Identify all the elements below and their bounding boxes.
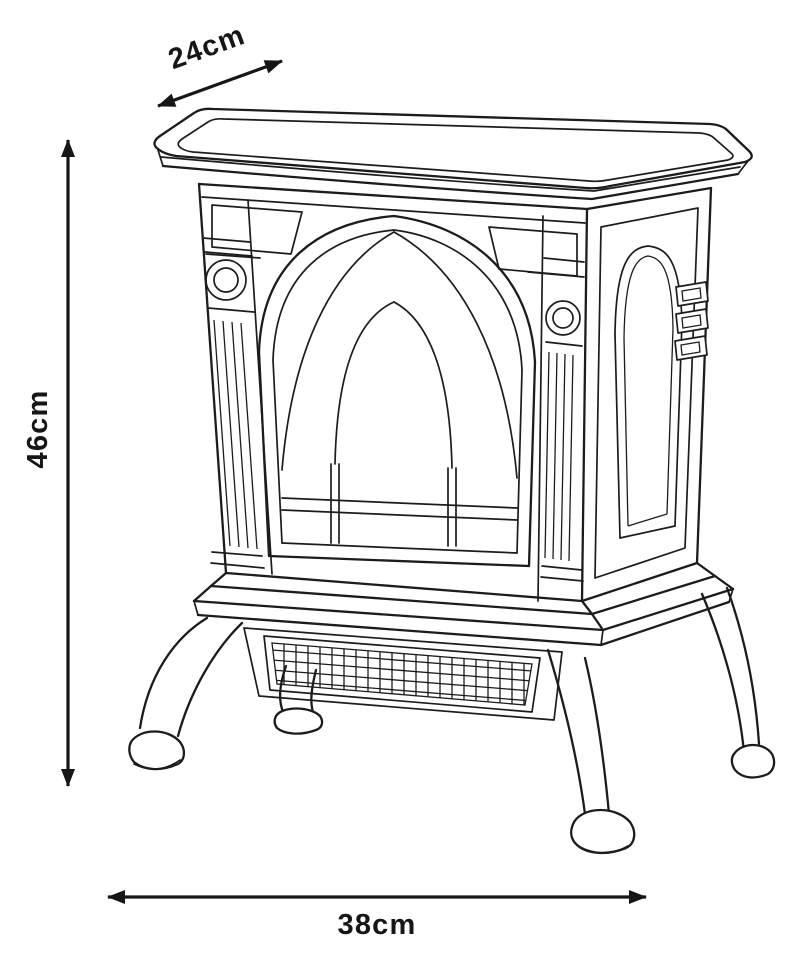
left-column-medallion (205, 259, 247, 301)
right-column (537, 215, 585, 602)
front-right-leg (546, 648, 636, 855)
front-left-leg (128, 616, 244, 771)
door-tracery (281, 231, 518, 547)
switch-2 (675, 308, 709, 334)
back-left-foot (273, 707, 324, 735)
switch-1 (675, 281, 709, 307)
front-left-foot (128, 730, 186, 771)
stove-top (153, 107, 753, 201)
width-dimension-label: 38cm (338, 909, 417, 941)
depth-dimension-arrow (157, 59, 283, 108)
base-molding (192, 561, 735, 647)
back-left-leg (273, 664, 324, 735)
width-dimension: 38cm (107, 890, 647, 941)
side-panel (594, 207, 699, 579)
stove-illustration (128, 107, 776, 855)
control-switches (674, 281, 709, 361)
stove-body (197, 182, 713, 603)
height-dimension-label: 46cm (22, 390, 54, 469)
door-arch-window (257, 214, 537, 568)
height-dimension: 46cm (22, 139, 75, 787)
switch-3 (674, 335, 708, 361)
legs (128, 586, 776, 855)
back-right-leg (700, 586, 776, 779)
right-column-medallion (545, 300, 581, 336)
back-right-foot (730, 743, 776, 779)
vent-grille (243, 627, 563, 721)
